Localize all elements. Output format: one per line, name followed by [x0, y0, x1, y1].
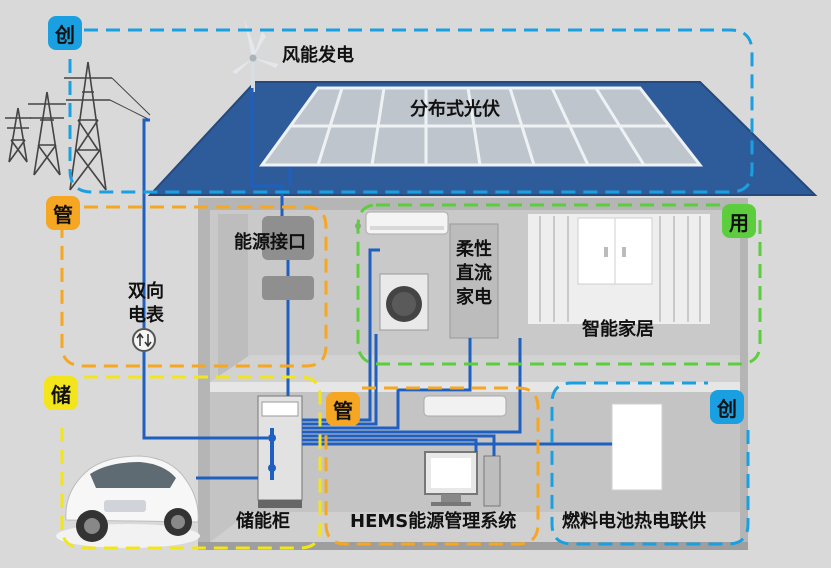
electric-car-icon: [56, 455, 200, 548]
flexible-dc-label-line1: 柔性: [456, 239, 492, 260]
power-tower-icon: [5, 61, 151, 191]
energy-interface-box-lower: [262, 276, 314, 300]
flexible-dc-label-line2: 直流: [456, 263, 492, 284]
storage-cabinet-label: 储能柜: [236, 511, 290, 532]
create-badge-right: 创: [710, 390, 744, 424]
refrigerator-icon: [449, 223, 499, 339]
bidirectional-meter-label-line2: 电表: [128, 305, 164, 326]
create-badge-top: 创: [48, 16, 82, 50]
use-zone: [356, 203, 762, 366]
manage-badge-mid: 管: [326, 392, 360, 426]
manage-zone-left: [60, 205, 328, 368]
energy-interface-label: 能源接口: [234, 232, 306, 253]
use-badge: 用: [722, 204, 756, 238]
fuel-cell-chp-label: 燃料电池热电联供: [562, 511, 706, 532]
fuel-cell-unit-icon: [611, 403, 663, 491]
wind-power-label: 风能发电: [282, 45, 354, 66]
manage-zone-mid: [324, 386, 540, 546]
storage-cabinet-icon: [257, 395, 303, 508]
wind-turbine-icon: [232, 18, 278, 92]
washing-machine-icon: [379, 273, 429, 331]
hems-label: HEMS能源管理系统: [350, 511, 517, 532]
bidirectional-meter-icon: [132, 328, 156, 352]
store-badge: 储: [44, 376, 78, 410]
lower-air-conditioner-icon: [423, 395, 507, 417]
distributed-pv-label: 分布式光伏: [410, 99, 500, 120]
air-conditioner-icon: [355, 211, 449, 235]
smart-home-label: 智能家居: [582, 319, 654, 340]
window-curtain-icon: [528, 214, 710, 324]
computer-icon: [424, 451, 501, 507]
flexible-dc-label-line3: 家电: [456, 287, 492, 308]
energy-interface-box: [262, 216, 314, 260]
solar-panel-icon: [259, 86, 704, 167]
manage-badge-left: 管: [46, 196, 80, 230]
store-zone: [60, 375, 322, 550]
create-zone-right: [550, 381, 750, 546]
bidirectional-meter-label-line1: 双向: [128, 281, 164, 302]
create-zone-top: [68, 28, 754, 194]
